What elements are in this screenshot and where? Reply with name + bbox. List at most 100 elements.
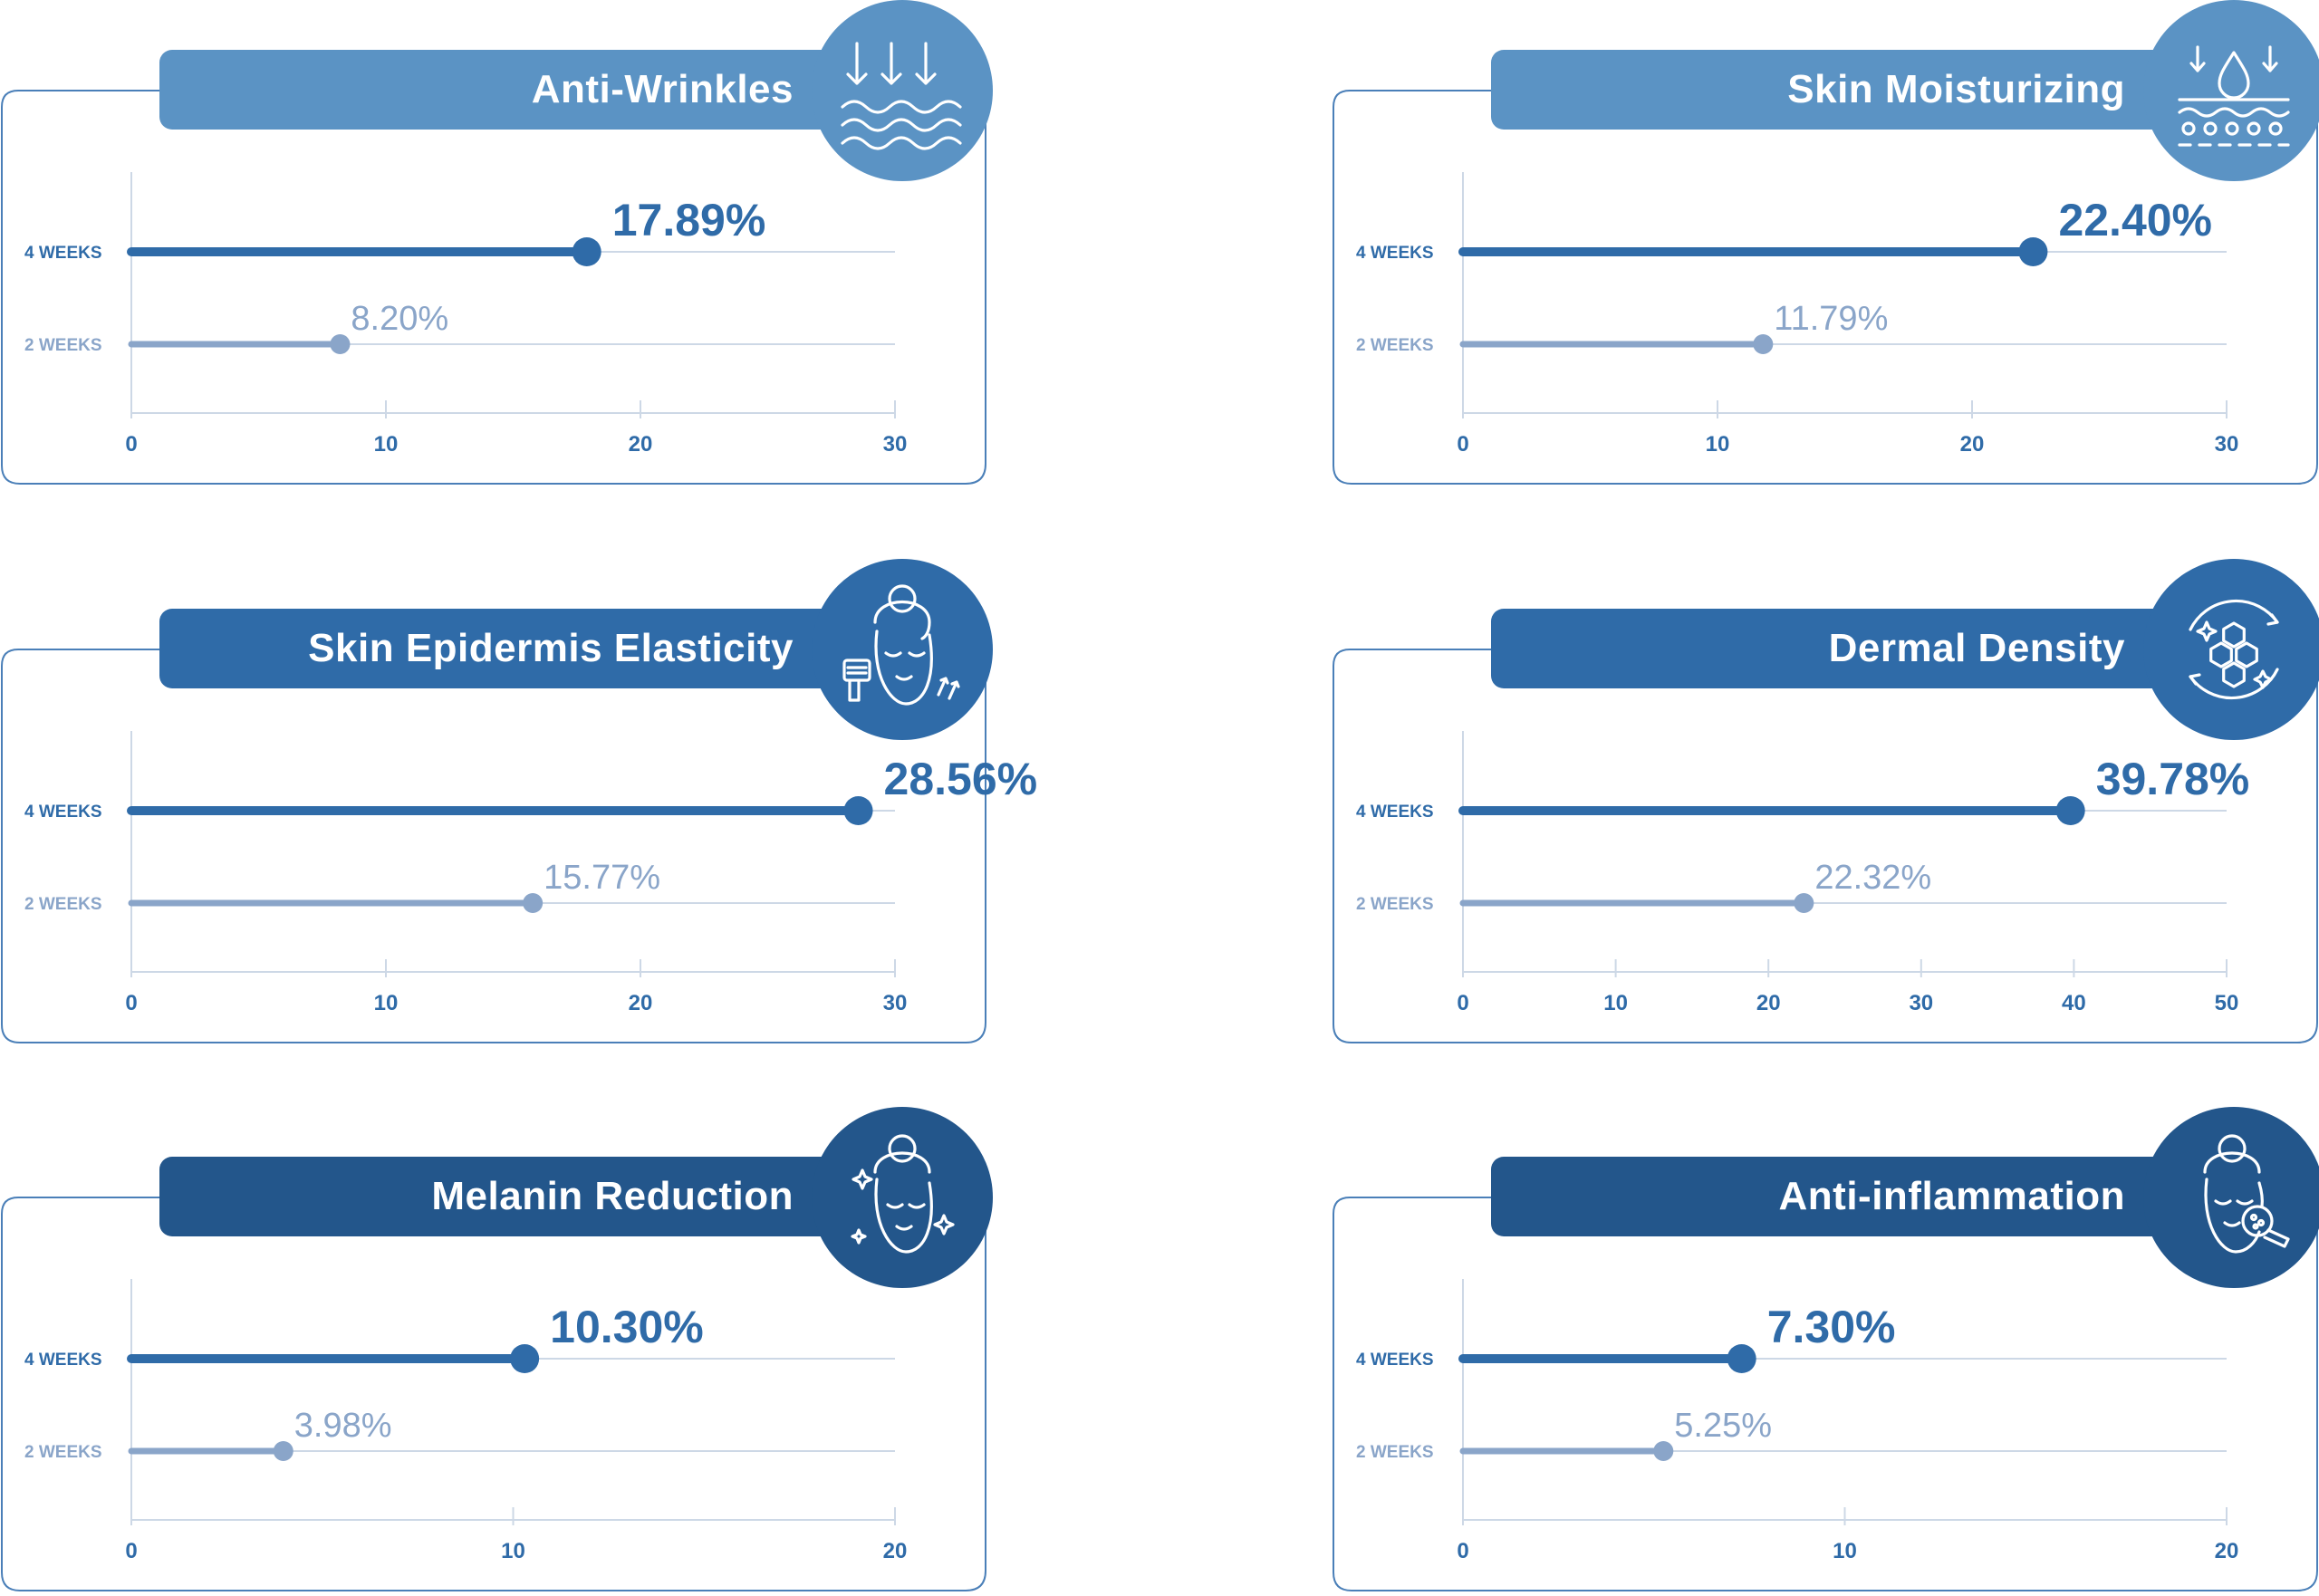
panel-frame (1333, 649, 2318, 1043)
chart-header: Anti-Wrinkles (159, 50, 848, 130)
chart-svg: 0 10 20 30 4 WEEKS 2 WEEKS 28.56% 15.77% (1, 649, 1037, 1043)
chart-header: Skin Epidermis Elasticity (159, 609, 848, 688)
chart-title: Dermal Density (1828, 626, 2125, 670)
icon-badge (812, 559, 993, 740)
value-label-2-weeks: 5.25% (1674, 1407, 1772, 1445)
x-tick-label: 0 (125, 1539, 137, 1563)
marker-4-weeks (572, 237, 601, 266)
chart-title: Melanin Reduction (431, 1174, 794, 1218)
category-label: 4 WEEKS (1356, 803, 1434, 822)
category-label: 4 WEEKS (24, 803, 102, 822)
x-tick-label: 30 (883, 991, 908, 1015)
chart-panel-melanin-reduction: 0 10 20 4 WEEKS 2 WEEKS 10.30% 3.98% Melanin Re… (0, 1107, 996, 1596)
marker-4-weeks (2018, 237, 2048, 266)
chart-panel-anti-inflammation: 0 10 20 4 WEEKS 2 WEEKS 7.30% 5.25% Anti-inflam… (1332, 1107, 2319, 1596)
category-label: 2 WEEKS (1356, 895, 1434, 914)
chart-svg: 0 10 20 4 WEEKS 2 WEEKS 7.30% 5.25% (1333, 1197, 2318, 1591)
marker-4-weeks (843, 796, 873, 825)
x-tick-label: 10 (374, 991, 399, 1015)
face-elasticity-icon (842, 584, 960, 706)
x-tick-label: 0 (1457, 432, 1468, 457)
icon-badge (812, 1107, 993, 1288)
x-tick-label: 20 (1756, 991, 1781, 1015)
marker-2-weeks (523, 893, 544, 913)
value-label-4-weeks: 39.78% (2096, 754, 2250, 804)
x-tick-label: 20 (2215, 1539, 2239, 1563)
x-tick-label: 10 (374, 432, 399, 457)
marker-2-weeks (273, 1441, 293, 1461)
face-sparkle-icon (851, 1134, 955, 1254)
value-label-2-weeks: 15.77% (544, 859, 660, 897)
chart-title: Anti-inflammation (1778, 1174, 2125, 1218)
x-tick-label: 20 (629, 432, 653, 457)
value-label-2-weeks: 22.32% (1814, 859, 1931, 897)
x-tick-label: 20 (883, 1539, 908, 1563)
x-tick-label: 10 (1603, 991, 1628, 1015)
chart-svg: 0 10 20 30 4 WEEKS 2 WEEKS 17.89% 8.20% (1, 90, 986, 485)
value-label-2-weeks: 3.98% (294, 1407, 392, 1445)
value-label-2-weeks: 8.20% (351, 300, 448, 338)
wrinkles-waves-icon (841, 42, 962, 150)
panel-frame (1333, 90, 2318, 485)
marker-4-weeks (2055, 796, 2085, 825)
x-tick-label: 10 (1706, 432, 1730, 457)
value-label-4-weeks: 7.30% (1767, 1302, 1896, 1352)
panel-frame (1, 649, 986, 1043)
hexagon-density-icon (2189, 599, 2279, 700)
chart-panel-dermal-density: 0 10 20 30 40 50 4 WEEKS 2 WEEKS 39.78% 22.32% Der… (1332, 559, 2319, 1048)
marker-4-weeks (510, 1344, 540, 1373)
icon-badge (2143, 1107, 2319, 1288)
chart-panel-skin-moisturizing: 0 10 20 30 4 WEEKS 2 WEEKS 22.40% 11.79% Skin Mo… (1332, 0, 2319, 489)
category-label: 2 WEEKS (24, 336, 102, 355)
x-tick-label: 40 (2062, 991, 2086, 1015)
panel-frame (1, 90, 986, 485)
chart-header: Melanin Reduction (159, 1157, 848, 1236)
chart-header: Skin Moisturizing (1491, 50, 2179, 130)
value-label-4-weeks: 10.30% (550, 1302, 704, 1352)
x-tick-label: 0 (125, 991, 137, 1015)
value-label-4-weeks: 28.56% (884, 754, 1038, 804)
category-label: 2 WEEKS (1356, 1443, 1434, 1462)
icon-badge (2143, 559, 2319, 740)
category-label: 2 WEEKS (24, 895, 102, 914)
x-tick-label: 30 (2215, 432, 2239, 457)
x-tick-label: 0 (1457, 1539, 1468, 1563)
chart-svg: 0 10 20 30 4 WEEKS 2 WEEKS 22.40% 11.79% (1333, 90, 2318, 485)
panel-frame (1, 1197, 986, 1591)
x-tick-label: 50 (2215, 991, 2239, 1015)
icon-badge (2143, 0, 2319, 181)
marker-2-weeks (1653, 1441, 1674, 1461)
category-label: 4 WEEKS (1356, 1351, 1434, 1370)
value-label-4-weeks: 22.40% (2058, 195, 2212, 245)
chart-header: Anti-inflammation (1491, 1157, 2179, 1236)
category-label: 4 WEEKS (24, 1351, 102, 1370)
icon-badge (812, 0, 993, 181)
x-tick-label: 30 (883, 432, 908, 457)
category-label: 4 WEEKS (1356, 244, 1434, 263)
marker-2-weeks (1753, 334, 1774, 354)
chart-panel-anti-wrinkles: 0 10 20 30 4 WEEKS 2 WEEKS 17.89% 8.20% Anti-Wri… (0, 0, 996, 489)
category-label: 2 WEEKS (1356, 336, 1434, 355)
chart-title: Skin Moisturizing (1787, 67, 2125, 111)
face-magnifier-icon (2203, 1134, 2290, 1254)
x-tick-label: 30 (1909, 991, 1933, 1015)
x-tick-label: 0 (1457, 991, 1468, 1015)
chart-title: Anti-Wrinkles (531, 67, 794, 111)
category-label: 4 WEEKS (24, 244, 102, 263)
panel-frame (1333, 1197, 2318, 1591)
x-tick-label: 0 (125, 432, 137, 457)
value-label-4-weeks: 17.89% (612, 195, 766, 245)
chart-header: Dermal Density (1491, 609, 2179, 688)
chart-title: Skin Epidermis Elasticity (308, 626, 794, 670)
x-tick-label: 20 (629, 991, 653, 1015)
x-tick-label: 10 (501, 1539, 525, 1563)
x-tick-label: 20 (1960, 432, 1985, 457)
chart-panel-skin-epidermis-elasticity: 0 10 20 30 4 WEEKS 2 WEEKS 28.56% 15.77% Skin Ep… (0, 559, 1037, 1048)
chart-svg: 0 10 20 4 WEEKS 2 WEEKS 10.30% 3.98% (1, 1197, 986, 1591)
marker-4-weeks (1727, 1344, 1756, 1373)
value-label-2-weeks: 11.79% (1774, 300, 1888, 338)
x-tick-label: 10 (1833, 1539, 1857, 1563)
category-label: 2 WEEKS (24, 1443, 102, 1462)
skin-moisture-drop-icon (2178, 45, 2290, 147)
marker-2-weeks (330, 334, 351, 354)
